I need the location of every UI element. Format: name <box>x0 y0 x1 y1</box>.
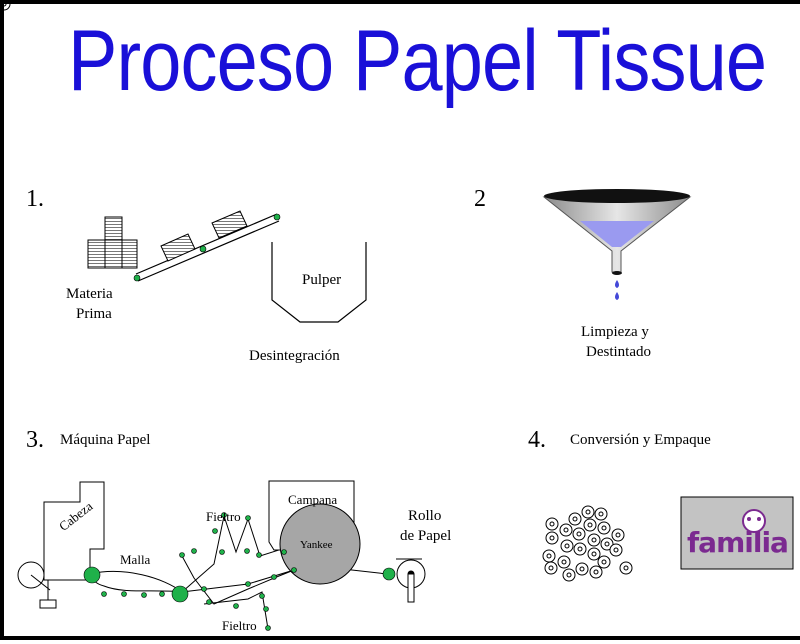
maquina-papel-label: Máquina Papel <box>60 432 151 448</box>
page-title: Proceso Papel Tissue <box>68 13 767 109</box>
campana-label: Campana <box>288 492 338 507</box>
materia-prima-label-line2: Prima <box>76 306 112 322</box>
rollo-label-line2: de Papel <box>400 528 452 544</box>
pulper-label: Pulper <box>302 272 342 288</box>
conversion-label: Conversión y Empaque <box>570 432 711 448</box>
materia-prima-label-line1: Materia <box>66 286 113 302</box>
step-2-number: 2 <box>474 186 486 212</box>
bales-icon <box>87 216 138 269</box>
funnel-icon <box>542 189 692 300</box>
fieltro-top-label: Fieltro <box>206 509 241 524</box>
familia-logo-box <box>680 496 794 570</box>
paper-rolls-icon <box>4 4 633 582</box>
yankee-label: Yankee <box>300 539 333 551</box>
desintegracion-label: Desintegración <box>249 348 340 364</box>
limpieza-label-line2: Destintado <box>586 344 651 360</box>
conveyor-belt <box>133 213 281 282</box>
machine-rollers <box>83 512 396 631</box>
limpieza-label-line1: Limpieza y <box>581 324 649 340</box>
malla-label: Malla <box>120 552 151 567</box>
step-4-number: 4. <box>528 427 546 453</box>
familia-logo: familia <box>687 526 789 559</box>
diagram-graphics <box>4 4 794 631</box>
step-1-number: 1. <box>26 186 44 212</box>
fieltro-bottom-label: Fieltro <box>222 618 257 633</box>
rollo-label-line1: Rollo <box>408 508 442 524</box>
paper-machine <box>17 480 426 630</box>
pulper-tank <box>271 242 367 323</box>
step-3-number: 3. <box>26 427 44 453</box>
conveyor-bales <box>160 210 248 262</box>
